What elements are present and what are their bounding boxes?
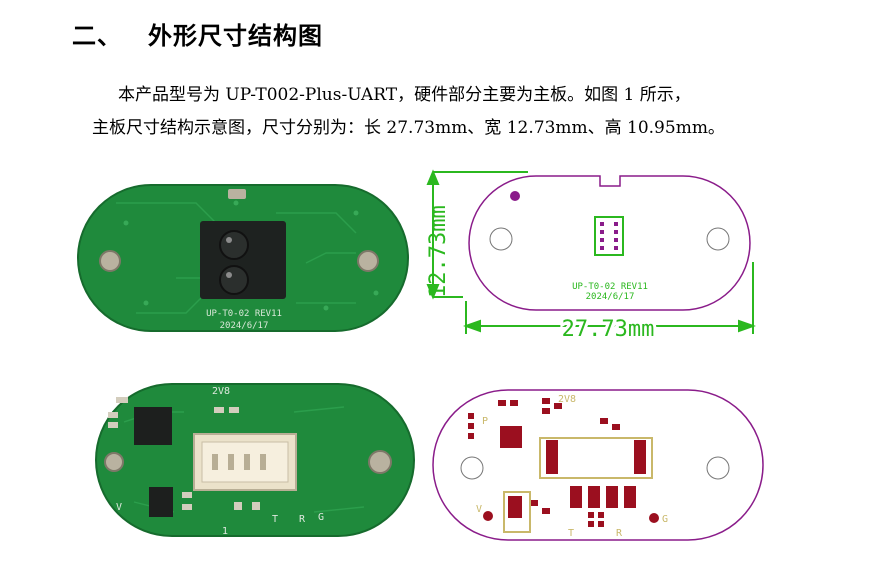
dimension-drawing: UP-T0-02 REV11 2024/6/17 12.73mm 27.73mm — [426, 169, 756, 340]
back-label-v: V — [116, 502, 122, 513]
back-label-t: T — [272, 514, 278, 525]
board-photo-back: 2V8 V 1 T R G — [95, 383, 415, 537]
drawing-model: UP-T0-02 REV11 — [572, 282, 648, 292]
dimension-length-label: 27.73mm — [562, 317, 655, 340]
drawing-label-r: R — [616, 528, 623, 539]
back-label-voltage: 2V8 — [212, 386, 230, 397]
back-label-r: R — [299, 514, 306, 525]
description-line-2: 主板尺寸结构示意图，尺寸分别为：长 27.73mm、宽 12.73mm、高 10… — [92, 118, 725, 138]
section-heading: 二、外形尺寸结构图 — [72, 16, 323, 51]
mount-hole-right — [357, 250, 379, 272]
back-label-one: 1 — [222, 526, 228, 537]
board-photo-front: UP-T0-02 REV11 2024/6/17 — [77, 184, 409, 332]
section-title: 外形尺寸结构图 — [148, 22, 323, 50]
drawing-label-p: P — [482, 416, 488, 427]
drawing-label-g: G — [662, 514, 668, 525]
drawing-date: 2024/6/17 — [586, 292, 635, 302]
drawing-label-v: V — [476, 504, 482, 515]
silk-model: UP-T0-02 REV11 — [206, 309, 282, 319]
drawing-label-t: T — [568, 528, 574, 539]
dimension-width-label: 12.73mm — [426, 205, 451, 298]
section-number: 二、 — [72, 22, 122, 50]
silk-date: 2024/6/17 — [220, 321, 269, 331]
description-line-1: 本产品型号为 UP-T002-Plus-UART，硬件部分主要为主板。如图 1 … — [118, 85, 691, 105]
drawing-label-voltage: 2V8 — [558, 394, 576, 405]
mount-hole-left — [99, 250, 121, 272]
layout-drawing-back: 2V8 P V T R G — [432, 389, 764, 541]
back-label-g: G — [318, 512, 324, 523]
chip-main — [134, 407, 172, 445]
